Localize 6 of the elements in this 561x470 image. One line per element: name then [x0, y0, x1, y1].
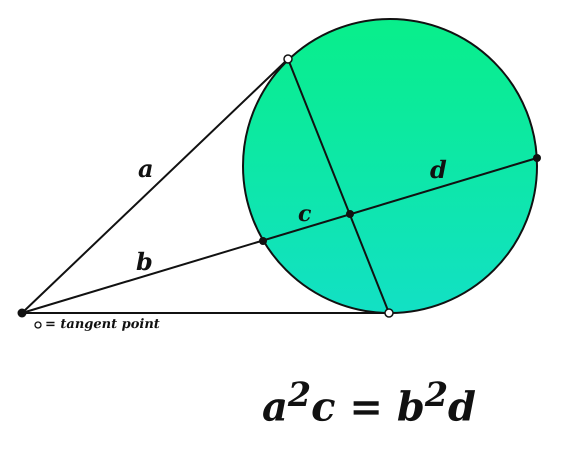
segment-label: c — [298, 203, 312, 225]
legend-text: = tangent point — [45, 318, 160, 331]
segment-label: d — [430, 158, 447, 182]
segment-label: b — [136, 250, 153, 274]
segment-label: a — [138, 157, 154, 181]
formula: a$^{2}$c = b$^{2}$d — [262, 378, 476, 428]
